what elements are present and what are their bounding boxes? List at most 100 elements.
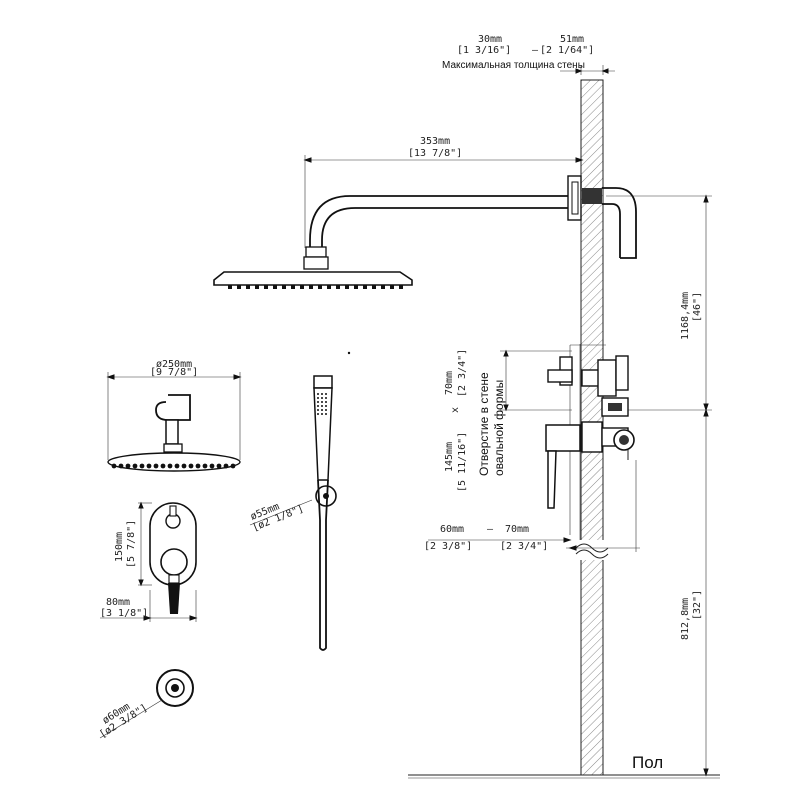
nozzle <box>181 463 187 469</box>
nozzle <box>309 285 313 289</box>
nozzle <box>345 285 349 289</box>
nozzle <box>282 285 286 289</box>
nozzle <box>160 463 166 469</box>
nozzle <box>246 285 250 289</box>
hand-nozzle <box>325 409 327 411</box>
hand-shower <box>313 375 337 651</box>
head-height-in: [46"] <box>692 292 703 322</box>
nozzle <box>118 463 124 469</box>
trim-plate-front <box>149 502 197 614</box>
nozzle <box>174 463 180 469</box>
plate-height-mm: 150mm <box>114 532 125 562</box>
wall-thickness-dimension <box>560 65 615 75</box>
nozzle <box>209 463 215 469</box>
handset-holder-dimension <box>249 499 313 526</box>
wall-max-mm: 51mm <box>560 34 584 45</box>
head-diameter-dimension <box>106 372 242 460</box>
body-depth-min-mm: 60mm <box>440 524 464 535</box>
oval-hole-width-in: [2 3/4"] <box>457 349 468 397</box>
arm-length-dimension <box>303 155 584 248</box>
wall-max-in: [2 1/64"] <box>540 45 594 56</box>
body-depth-dimension <box>428 460 640 552</box>
plate-width-mm: 80mm <box>106 597 130 608</box>
nozzle <box>327 285 331 289</box>
height-dimension-lines <box>606 194 712 777</box>
nozzle <box>399 285 403 289</box>
nozzle <box>318 285 322 289</box>
hand-nozzle <box>325 413 327 415</box>
wall-range-dash: — <box>532 45 539 56</box>
shower-arm <box>303 175 637 270</box>
hand-nozzle <box>321 405 323 407</box>
hand-nozzle <box>325 393 327 395</box>
plate-width-in: [3 1/8"] <box>100 608 148 619</box>
nozzle <box>255 285 259 289</box>
nozzle <box>363 285 367 289</box>
hand-nozzle <box>317 413 319 415</box>
head-diameter-in: [9 7/8"] <box>150 367 198 378</box>
shower-head-side <box>213 271 413 289</box>
body-depth-max-mm: 70mm <box>505 524 529 535</box>
wall-thickness-label: Максимальная толщина стены <box>442 60 585 71</box>
nozzle <box>372 285 376 289</box>
arm-length-mm: 353mm <box>420 136 450 147</box>
nozzle <box>146 463 152 469</box>
hand-nozzle <box>325 405 327 407</box>
floor-label: Пол <box>632 753 663 772</box>
nozzle <box>202 463 208 469</box>
body-depth-max-in: [2 3/4"] <box>500 541 548 552</box>
plate-height-in: [5 7/8"] <box>126 520 137 568</box>
oval-hole-width-mm: 70mm <box>444 371 455 395</box>
nozzle <box>273 285 277 289</box>
oval-hole-height-in: [5 11/16"] <box>457 432 468 492</box>
oval-hole-times: x <box>450 407 461 413</box>
nozzle <box>264 285 268 289</box>
nozzle <box>354 285 358 289</box>
plate-width-dimension <box>100 590 198 622</box>
hand-nozzle <box>325 401 327 403</box>
hand-nozzle <box>317 401 319 403</box>
nozzle <box>336 285 340 289</box>
nozzle <box>390 285 394 289</box>
hand-nozzle <box>321 409 323 411</box>
concealed-mixer-side <box>545 344 635 540</box>
nozzle <box>300 285 304 289</box>
wall-min-mm: 30mm <box>478 34 502 45</box>
nozzle <box>125 463 131 469</box>
wall-min-in: [1 3/16"] <box>457 45 511 56</box>
hand-nozzle <box>325 397 327 399</box>
floor-line <box>408 774 720 779</box>
hand-nozzle <box>317 397 319 399</box>
body-depth-min-in: [2 3/8"] <box>424 541 472 552</box>
nozzle <box>237 285 241 289</box>
body-depth-dash: — <box>487 524 494 535</box>
oval-hole-height-mm: 145mm <box>444 442 455 472</box>
nozzle <box>223 463 229 469</box>
oval-hole-dimension <box>500 349 572 412</box>
nozzle <box>139 463 145 469</box>
nozzle <box>195 463 201 469</box>
nozzle <box>216 463 222 469</box>
hand-nozzle <box>317 405 319 407</box>
plate-height-dimension <box>138 501 152 587</box>
wall-outlet-front <box>99 669 194 739</box>
nozzle <box>132 463 138 469</box>
hand-nozzle <box>317 393 319 395</box>
hand-nozzle <box>321 413 323 415</box>
shower-head-front <box>107 394 241 472</box>
oval-hole-label-2: овальной формы <box>492 380 506 476</box>
nozzle <box>230 463 236 469</box>
nozzle <box>381 285 385 289</box>
head-diameter-mm: ø250mm <box>156 359 192 370</box>
nozzle <box>228 285 232 289</box>
hand-nozzle <box>321 393 323 395</box>
nozzle <box>167 463 173 469</box>
nozzle <box>111 463 117 469</box>
oval-hole-label-1: Отверстие в стене <box>477 372 491 476</box>
nozzle <box>153 463 159 469</box>
nozzle <box>291 285 295 289</box>
nozzle <box>188 463 194 469</box>
arm-length-in: [13 7/8"] <box>408 148 462 159</box>
mixer-height-in: [32"] <box>692 590 703 620</box>
